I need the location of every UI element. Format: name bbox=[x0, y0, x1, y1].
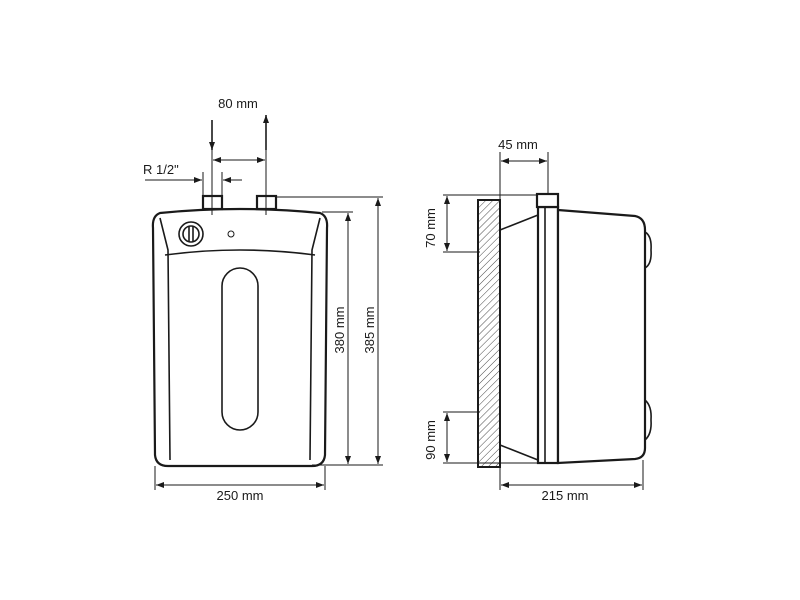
thermostat-knob-inner bbox=[182, 225, 200, 243]
mounting-bracket bbox=[499, 214, 539, 461]
thread-size-label: R 1/2" bbox=[143, 162, 179, 177]
wall-hatched bbox=[477, 199, 501, 468]
body-rim bbox=[536, 205, 560, 465]
front-body bbox=[151, 207, 329, 468]
bottom-bump bbox=[644, 399, 652, 441]
top-panel bbox=[164, 249, 316, 256]
side-pipe bbox=[535, 192, 560, 209]
top-bump bbox=[644, 231, 652, 269]
right-side-panel bbox=[309, 217, 321, 461]
left-side-panel bbox=[159, 217, 171, 461]
pipe-spacing-label: 80 mm bbox=[218, 96, 258, 111]
body-height-label: 380 mm bbox=[332, 307, 347, 354]
top-bracket-label: 70 mm bbox=[423, 208, 438, 248]
depth-label: 215 mm bbox=[542, 488, 589, 503]
side-body bbox=[556, 208, 647, 465]
width-label: 250 mm bbox=[217, 488, 264, 503]
front-view: 80 mm R 1/2" 380 mm 385 mm 250 mm bbox=[143, 96, 383, 503]
thermostat-knob bbox=[178, 221, 204, 247]
total-height-label: 385 mm bbox=[362, 307, 377, 354]
bottom-bracket-label: 90 mm bbox=[423, 420, 438, 460]
indicator-light bbox=[227, 230, 235, 238]
viewing-window bbox=[221, 267, 259, 431]
side-view: 45 mm 70 mm 90 mm 215 mm bbox=[423, 137, 652, 503]
pipe-offset-label: 45 mm bbox=[498, 137, 538, 152]
